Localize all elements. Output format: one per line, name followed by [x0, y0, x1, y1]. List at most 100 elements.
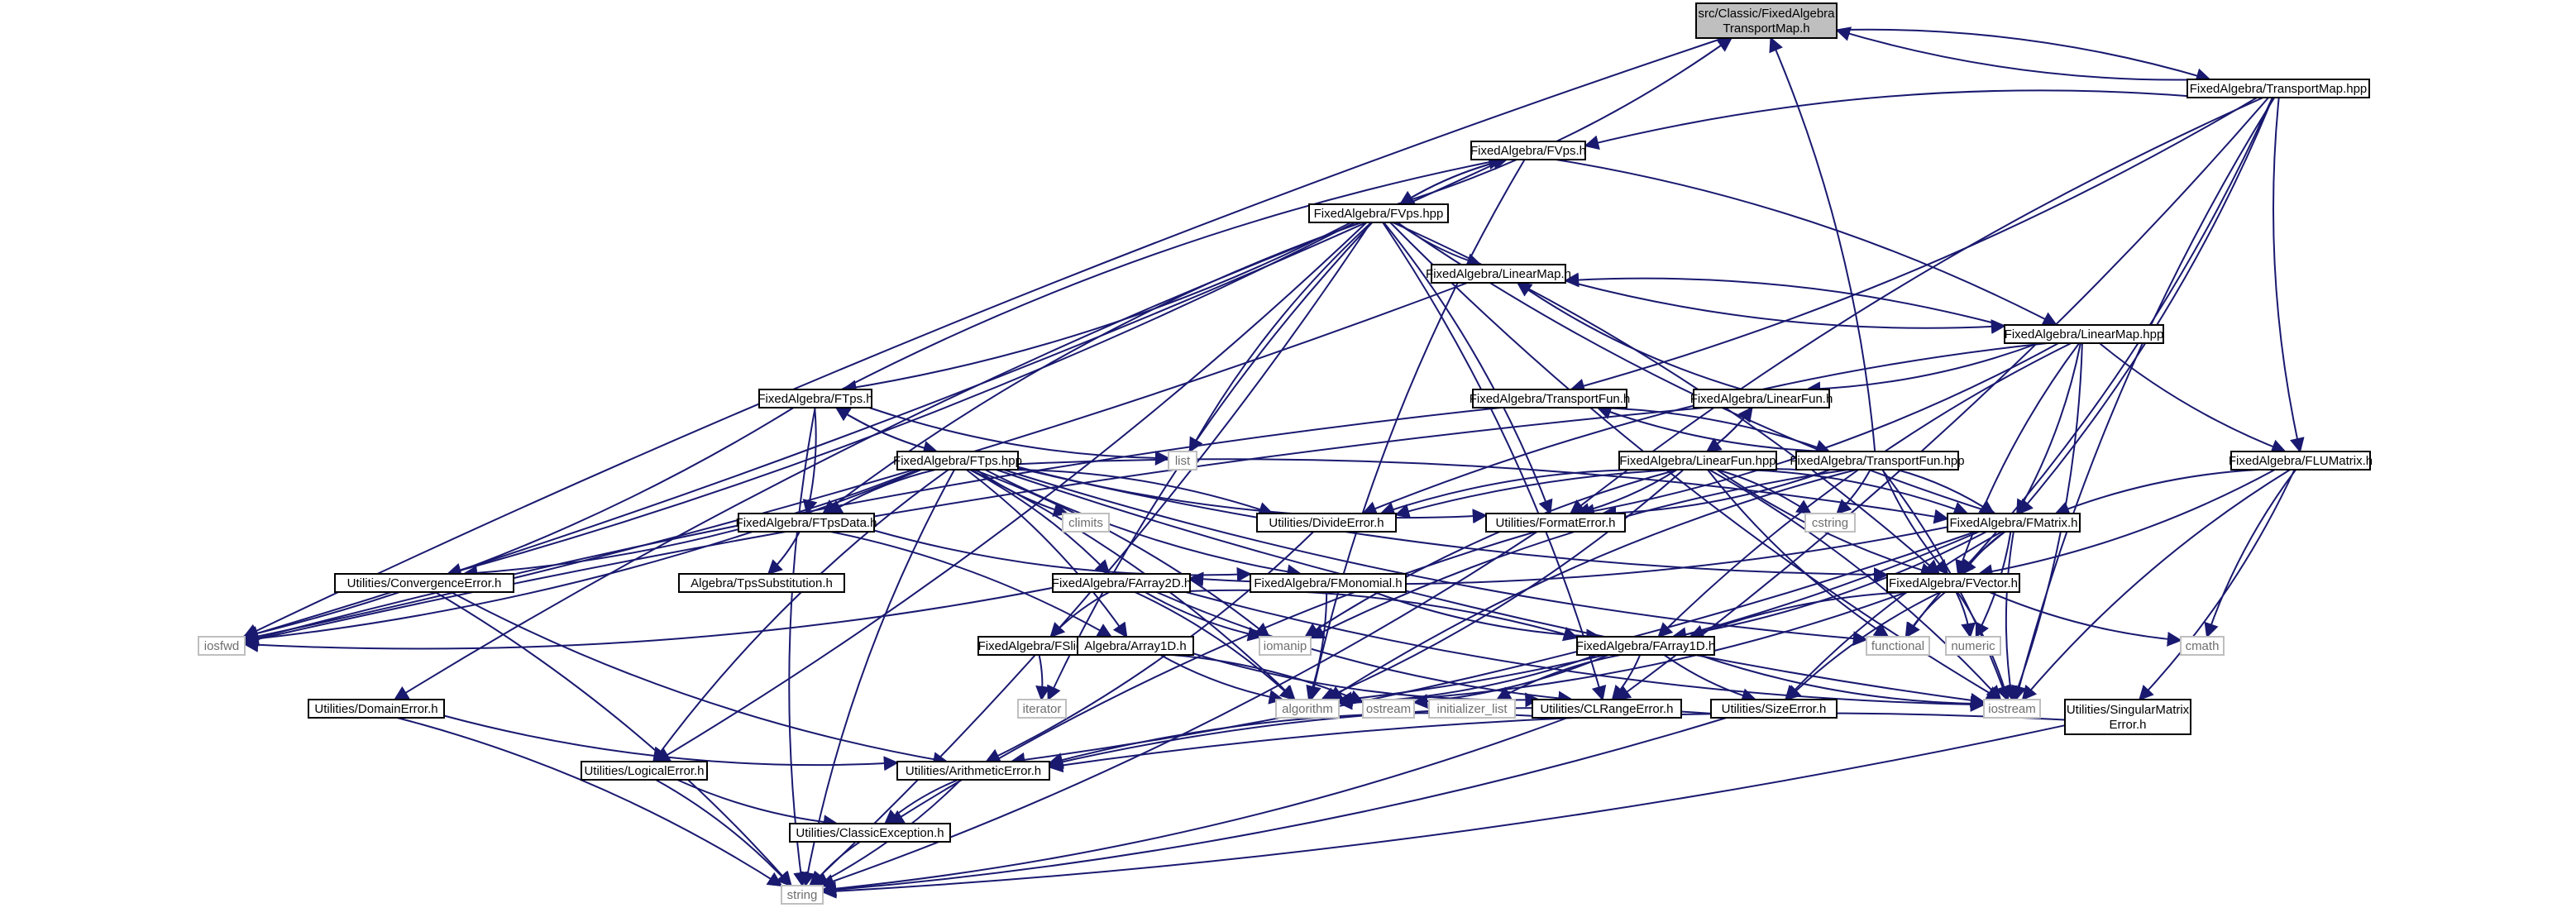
edge-line [1896, 469, 1995, 514]
node-classicexception-h[interactable]: Utilities/ClassicException.h [789, 823, 951, 843]
node-tmap-hpp[interactable]: FixedAlgebra/TransportMap.hpp [2186, 79, 2370, 98]
node-label: list [1175, 454, 1191, 468]
edge-line [243, 407, 1502, 646]
node-label: numeric [1951, 639, 1995, 653]
edge-line [1805, 342, 2039, 397]
edge-fmatrix_h-to-sizeerror_h [1784, 531, 2003, 701]
edge-farray2d_h-to-iomanip [1145, 591, 1264, 642]
node-fvector-h[interactable]: FixedAlgebra/FVector.h [1886, 573, 2020, 593]
edge-linearfun_hpp-to-functional [1707, 469, 1890, 638]
node-sizeerror-h[interactable]: Utilities/SizeError.h [1710, 699, 1838, 719]
node-ftps-h[interactable]: FixedAlgebra/FTps.h [758, 389, 873, 408]
node-label: FixedAlgebra/FMatrix.h [1949, 516, 2077, 530]
node-linearmap-hpp[interactable]: FixedAlgebra/LinearMap.hpp [2004, 324, 2164, 344]
node-ftpsdata-h[interactable]: FixedAlgebra/FTpsData.h [736, 513, 877, 533]
edge-line [1189, 589, 1579, 642]
edges-layer [241, 26, 2305, 899]
node-fmonomial-h[interactable]: FixedAlgebra/FMonomial.h [1250, 573, 1407, 593]
node-label: Utilities/SizeError.h [1722, 702, 1827, 716]
node-box [1795, 451, 1959, 471]
edge-linearfun_hpp-to-cstring [1717, 469, 1812, 515]
edge-line [1955, 591, 1976, 638]
node-domainerror-h[interactable]: Utilities/DomainError.h [308, 699, 445, 719]
edge-tmap_hpp-to-root [1835, 26, 2210, 81]
node-fvps-h[interactable]: FixedAlgebra/FVps.h [1470, 141, 1586, 160]
node-transportfun-h[interactable]: FixedAlgebra/TransportFun.h [1470, 389, 1631, 408]
edge-ftps_hpp-to-array1d_h [965, 469, 1128, 638]
node-fvps-hpp[interactable]: FixedAlgebra/FVps.hpp [1308, 203, 1449, 223]
node-array1d-h[interactable]: Algebra/Array1D.h [1077, 636, 1194, 656]
edge-linearmap_hpp-to-fvector_h [1955, 342, 2081, 576]
edge-line [1307, 159, 1526, 701]
node-formaterror-h[interactable]: Utilities/FormatError.h [1485, 513, 1626, 533]
edge-farray2d_h-to-farray1d_h [1189, 589, 1579, 642]
edge-line [654, 222, 1368, 762]
node-label: iosfwd [204, 639, 240, 653]
edge-line [443, 714, 899, 772]
node-label: Utilities/DivideError.h [1269, 516, 1384, 530]
node-box [1804, 513, 1856, 533]
node-linearfun-hpp[interactable]: FixedAlgebra/LinearFun.hpp [1618, 451, 1777, 471]
node-label: FixedAlgebra/FMonomial.h [1254, 576, 1402, 590]
node-farray1d-h[interactable]: FixedAlgebra/FArray1D.h [1576, 636, 1715, 656]
edge-ftpsdata_h-to-array1d_h [830, 531, 1113, 638]
node-label: iostream [1988, 702, 2036, 716]
edge-ftps_h-to-string [788, 407, 816, 887]
node-box [781, 885, 824, 905]
node-box [1275, 699, 1340, 719]
node-fmatrix-h[interactable]: FixedAlgebra/FMatrix.h [1947, 513, 2081, 533]
node-box [896, 451, 1019, 471]
node-convergenceerror-h[interactable]: Utilities/ConvergenceError.h [334, 573, 514, 593]
edge-line [1881, 469, 1949, 576]
node-label: FixedAlgebra/FTps.h [758, 392, 872, 406]
node-box [1710, 699, 1838, 719]
edge-line [1145, 591, 1264, 642]
edge-domainerror_h-to-arithmeticerror_h [443, 714, 899, 772]
node-arithmeticerror-h[interactable]: Utilities/ArithmeticError.h [896, 761, 1050, 781]
edge-line [446, 222, 1356, 578]
node-label: FixedAlgebra/FVps.hpp [1314, 207, 1444, 221]
node-fslice-h[interactable]: FixedAlgebra/FSlice.h [977, 636, 1100, 656]
node-label: FixedAlgebra/FTps.hpp [893, 454, 1022, 468]
node-ftps-hpp[interactable]: FixedAlgebra/FTps.hpp [893, 451, 1022, 471]
node-label: iomanip [1264, 639, 1307, 653]
node-iterator: iterator [1017, 699, 1067, 719]
node-label: FixedAlgebra/LinearFun.h [1690, 392, 1833, 406]
node-linearmap-h[interactable]: FixedAlgebra/LinearMap.h [1426, 264, 1571, 284]
node-label: Algebra/TpsSubstitution.h [691, 576, 833, 590]
edge-line [243, 469, 922, 647]
edge-fvps_hpp-to-fvector_h [1392, 222, 1941, 576]
node-iostream: iostream [1983, 699, 2041, 719]
edge-farray2d_h-to-clrangeerror_h [1156, 591, 1574, 706]
edge-ftps_hpp-to-divideerror_h [1011, 469, 1274, 517]
node-label: FixedAlgebra/FSlice.h [978, 639, 1100, 653]
node-box [1308, 203, 1449, 223]
node-tpssubstitution-h[interactable]: Algebra/TpsSubstitution.h [678, 573, 845, 593]
edge-tmap_hpp-to-fvps_h [1584, 89, 2188, 150]
edge-line [2016, 342, 2081, 515]
node-divideerror-h[interactable]: Utilities/DivideError.h [1256, 513, 1397, 533]
edge-line [1564, 272, 2005, 327]
node-transportfun-hpp[interactable]: FixedAlgebra/TransportFun.hpp [1790, 451, 1965, 471]
edge-line [1048, 712, 2066, 773]
node-box [758, 389, 872, 408]
node-clrangeerror-h[interactable]: Utilities/CLRangeError.h [1532, 699, 1682, 719]
edge-line [1784, 531, 2003, 701]
edge-farray1d_h-to-sizeerror_h [1663, 654, 1757, 703]
node-flumatrix-h[interactable]: FixedAlgebra/FLUMatrix.h [2229, 451, 2373, 471]
edge-line [1575, 469, 1678, 518]
edge-line [821, 724, 2066, 899]
edge-arithmeticerror_h-to-classicexception_h [883, 779, 959, 825]
node-list: list [1168, 451, 1197, 471]
edge-line [1383, 222, 1553, 515]
edge-line [1556, 159, 2058, 326]
node-farray2d-h[interactable]: FixedAlgebra/FArray2D.h [1052, 573, 1191, 593]
node-box [1886, 573, 2020, 593]
edge-line [2273, 97, 2305, 453]
node-linearfun-h[interactable]: FixedAlgebra/LinearFun.h [1690, 389, 1833, 408]
node-cstring: cstring [1804, 513, 1856, 533]
edge-fmonomial_h-to-algorithm [1306, 591, 1328, 701]
node-logicalerror-h[interactable]: Utilities/LogicalError.h [581, 761, 708, 781]
